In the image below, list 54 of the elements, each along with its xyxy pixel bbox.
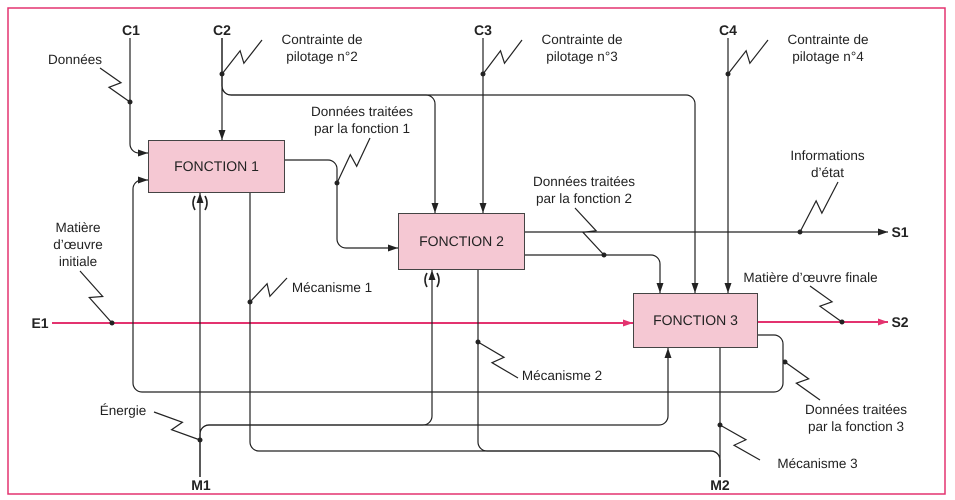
arrow — [480, 38, 486, 213]
arrow-code-label: C3 — [472, 22, 494, 38]
arrow-code-label: E1 — [28, 315, 52, 331]
arrow-label: Données traitées par la fonction 2 — [522, 172, 646, 208]
leader-line — [248, 278, 288, 304]
leader-line — [154, 411, 202, 442]
arrow-label: Contrainte de pilotage n°3 — [522, 30, 642, 66]
leader-line — [100, 68, 132, 104]
leader-line — [480, 40, 522, 76]
function-name: FONCTION 3 — [653, 312, 738, 329]
arrow — [129, 38, 148, 156]
arrow-code-label: S2 — [888, 314, 912, 330]
arrow-label: Données — [40, 50, 110, 68]
function-box — [398, 213, 525, 270]
leader-line — [718, 422, 760, 461]
arrow — [758, 318, 888, 326]
arrow-label: Informations d’état — [775, 146, 880, 182]
leader-line — [782, 360, 820, 400]
arrow-code-label: C4 — [717, 22, 739, 38]
leader-line — [798, 182, 839, 234]
leader-line — [80, 270, 114, 326]
arrow-label: Données traitées par la fonction 3 — [794, 400, 918, 436]
arrow-label: Énergie — [92, 401, 154, 419]
arrow — [525, 254, 664, 293]
arrow — [221, 38, 698, 293]
arrow-label: Matière d’œuvre initiale — [38, 217, 118, 271]
arrow — [525, 228, 888, 236]
arrow-code-label: S1 — [888, 224, 912, 240]
arrow-label: Mécanisme 2 — [518, 366, 606, 384]
arrow-label: Matière d’œuvre finale — [738, 268, 883, 286]
leader-line — [476, 340, 518, 379]
arrow — [199, 348, 672, 477]
arrow-label: Mécanisme 3 — [760, 454, 875, 472]
arrow — [132, 176, 784, 393]
leader-line — [574, 208, 606, 258]
arrow-label: Mécanisme 1 — [287, 278, 377, 296]
arrow — [285, 159, 398, 252]
leader-line — [810, 286, 844, 324]
leader-line — [220, 40, 262, 76]
arrow-code-label: C1 — [120, 22, 142, 38]
leader-line — [334, 138, 371, 186]
arrow-code-label: M2 — [708, 477, 732, 493]
function-name: FONCTION 1 — [174, 158, 259, 175]
function-box — [148, 140, 285, 193]
arrow-code-label: M1 — [189, 477, 213, 493]
arrow-label: Contrainte de pilotage n°4 — [768, 30, 888, 66]
arrow-code-label: C2 — [211, 22, 233, 38]
function-box — [633, 293, 758, 348]
function-name: FONCTION 2 — [419, 233, 504, 250]
leader-line — [726, 40, 768, 76]
arrow-label: Données traitées par la fonction 1 — [300, 102, 424, 138]
arrow-label: Contrainte de pilotage n°2 — [262, 30, 382, 66]
arrow — [52, 320, 633, 326]
arrow — [724, 38, 732, 293]
